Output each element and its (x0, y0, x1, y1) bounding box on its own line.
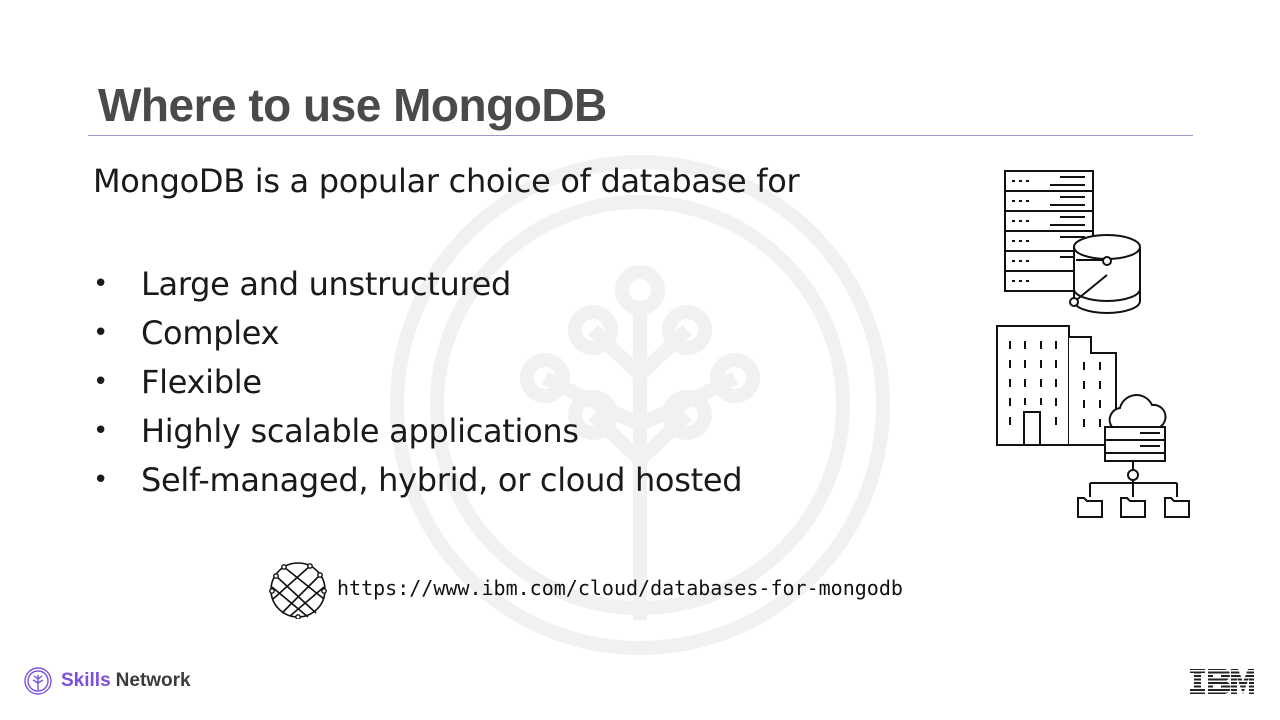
list-item: •Highly scalable applications (93, 411, 579, 450)
intro-text: MongoDB is a popular choice of database … (93, 162, 800, 200)
list-item: •Large and unstructured (93, 264, 512, 303)
folder-icons (1077, 497, 1190, 518)
list-item: •Flexible (93, 362, 262, 401)
brand-skills-text: Skills (61, 670, 111, 691)
skills-network-icon (24, 667, 52, 695)
skills-network-watermark (390, 155, 890, 655)
bullet-icon: • (93, 268, 109, 299)
bullet-icon: • (93, 464, 109, 495)
bullet-icon: • (93, 366, 109, 397)
skills-network-logo: Skills Network (24, 667, 191, 695)
database-infrastructure-illustration (996, 170, 1190, 518)
cloud-server-icon (1089, 394, 1178, 497)
title-divider (88, 135, 1193, 136)
use-case-list: •Large and unstructured •Complex •Flexib… (93, 259, 743, 504)
brand-network-text: Network (115, 670, 191, 691)
bullet-icon: • (93, 317, 109, 348)
list-item: •Complex (93, 313, 280, 352)
list-item: •Self-managed, hybrid, or cloud hosted (93, 460, 743, 499)
globe-icon (269, 562, 327, 619)
ibm-logo (1190, 669, 1254, 694)
slide-title: Where to use MongoDB (98, 79, 607, 131)
office-building-icon (996, 325, 1117, 446)
database-cylinder-icon (1069, 234, 1141, 314)
mongodb-link[interactable]: https://www.ibm.com/cloud/databases-for-… (337, 576, 903, 600)
bullet-icon: • (93, 415, 109, 446)
